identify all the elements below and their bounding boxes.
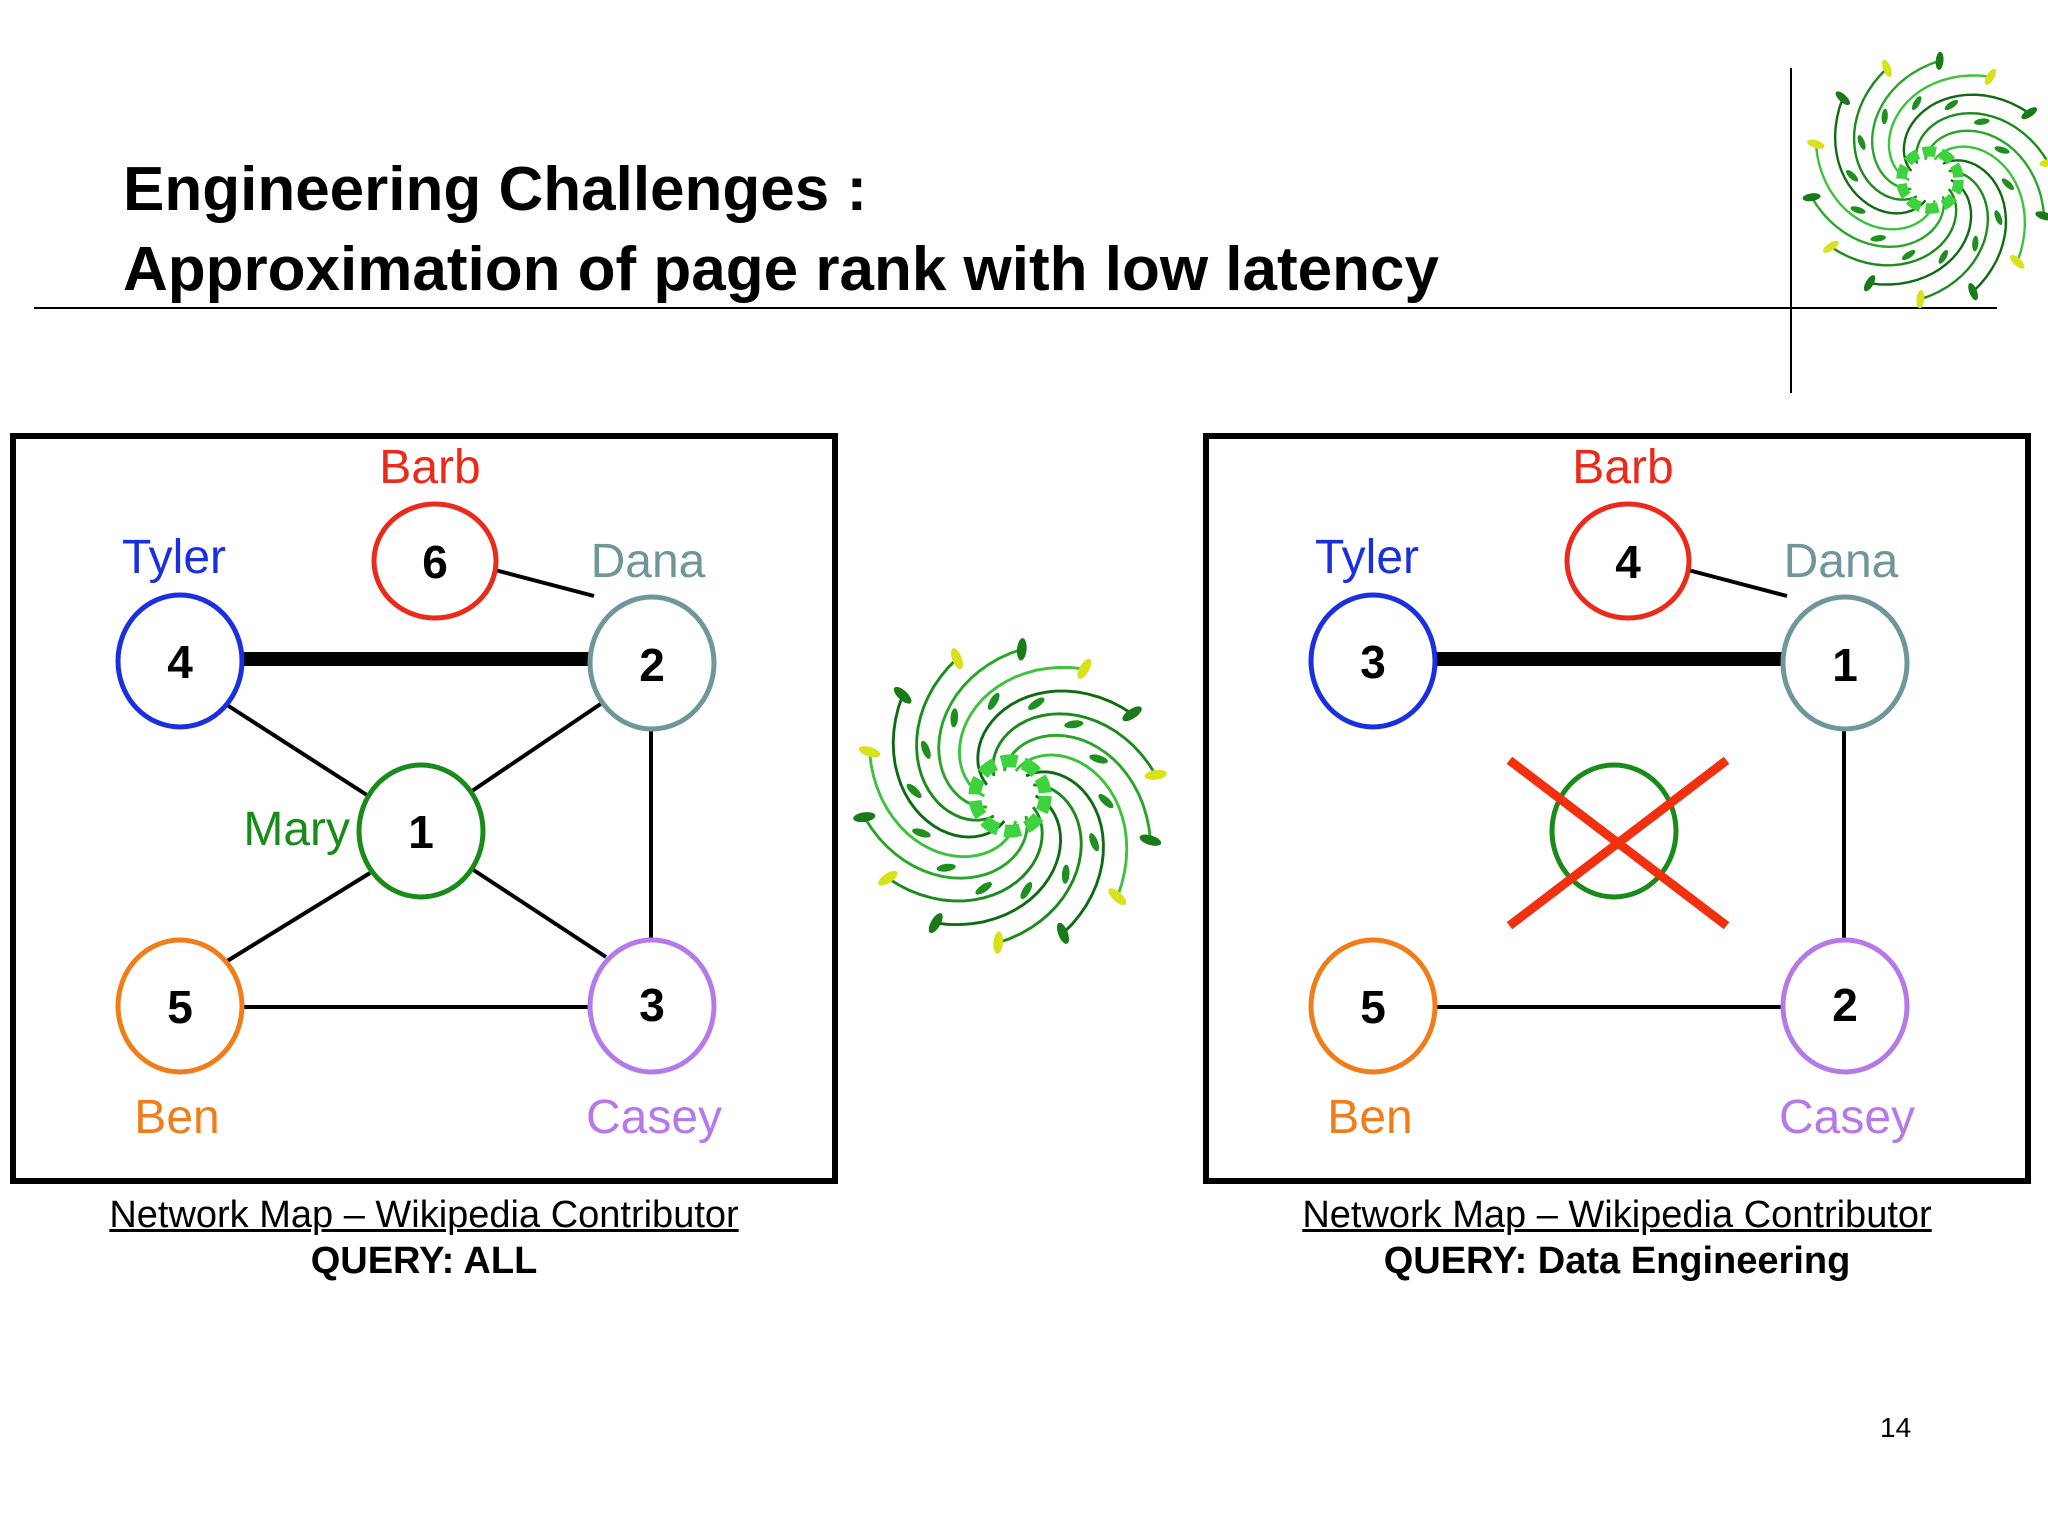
node-label-barb: Barb (379, 441, 480, 494)
panel-frame (10, 433, 838, 1184)
node-label-casey: Casey (586, 1091, 722, 1144)
node-rank: 1 (1832, 639, 1858, 691)
caption-query: QUERY: ALL (310, 1240, 538, 1282)
network-graph-data-engineering: 4 Barb 3 Tyler 1 Dana 5 Ben 2 Casey (1203, 433, 2031, 1184)
node-casey (1780, 937, 1910, 1075)
node-rank: 1 (408, 806, 434, 858)
node-rank: 3 (1360, 636, 1386, 688)
title-line-2: Approximation of page rank with low late… (123, 235, 1439, 304)
node-rank: 2 (1832, 979, 1858, 1031)
page-number: 14 (1880, 1412, 1912, 1443)
node-label-casey: Casey (1779, 1091, 1915, 1144)
node-ben (115, 937, 245, 1075)
node-rank: 5 (167, 981, 193, 1033)
node-tyler (1308, 592, 1438, 730)
node-casey (587, 937, 717, 1075)
edge-barb-dana (494, 568, 595, 598)
node-label-tyler: Tyler (122, 531, 226, 584)
network-map-data-engineering: 4 Barb 3 Tyler 1 Dana 5 Ben 2 Casey (1203, 433, 2031, 1184)
node-label-barb: Barb (1572, 441, 1673, 494)
caption-data-engineering: Network Map – Wikipedia Contributor QUER… (1203, 1192, 2031, 1284)
caption-title: Network Map – Wikipedia Contributor (1302, 1194, 1932, 1236)
title-line-1: Engineering Challenges : (123, 155, 868, 224)
caption-query: QUERY: Data Engineering (1383, 1240, 1851, 1282)
edge-mary-ben (222, 871, 372, 965)
panel-frame (1203, 433, 2031, 1184)
node-label-tyler: Tyler (1315, 531, 1419, 584)
node-mary (356, 762, 486, 900)
network-graph-all: 6 Barb 4 Tyler 2 Dana 1 Mary 5 Ben 3 Cas… (10, 433, 838, 1184)
node-rank: 6 (422, 536, 448, 588)
node-rank: 3 (639, 979, 665, 1031)
edge-tyler-mary (225, 703, 372, 799)
title-divider (34, 307, 1997, 309)
node-rank: 4 (167, 636, 193, 688)
node-tyler (115, 592, 245, 730)
edge-barb-dana (1687, 568, 1788, 598)
node-label-mary: Mary (243, 803, 350, 856)
node-label-dana: Dana (591, 535, 706, 588)
green-spiral-logo-icon (1802, 51, 2048, 309)
caption-title: Network Map – Wikipedia Contributor (109, 1194, 739, 1236)
node-rank: 2 (639, 639, 665, 691)
node-rank: 4 (1615, 536, 1641, 588)
node-barb (1564, 501, 1692, 621)
cross-icon (1506, 756, 1730, 930)
node-barb (371, 501, 499, 621)
node-label-ben: Ben (134, 1091, 219, 1144)
caption-all: Network Map – Wikipedia Contributor QUER… (10, 1192, 838, 1284)
node-dana (587, 594, 717, 732)
node-dana (1780, 594, 1910, 732)
vertical-divider (1790, 68, 1792, 393)
node-label-dana: Dana (1784, 535, 1899, 588)
edge-dana-mary (470, 699, 607, 793)
node-ben (1308, 937, 1438, 1075)
network-map-all: 6 Barb 4 Tyler 2 Dana 1 Mary 5 Ben 3 Cas… (10, 433, 838, 1184)
edge-mary-casey (470, 867, 608, 959)
green-spiral-logo-icon (853, 638, 1167, 954)
node-label-ben: Ben (1327, 1091, 1412, 1144)
node-rank: 5 (1360, 981, 1386, 1033)
slide-title: Engineering Challenges : Approximation o… (123, 150, 1439, 310)
